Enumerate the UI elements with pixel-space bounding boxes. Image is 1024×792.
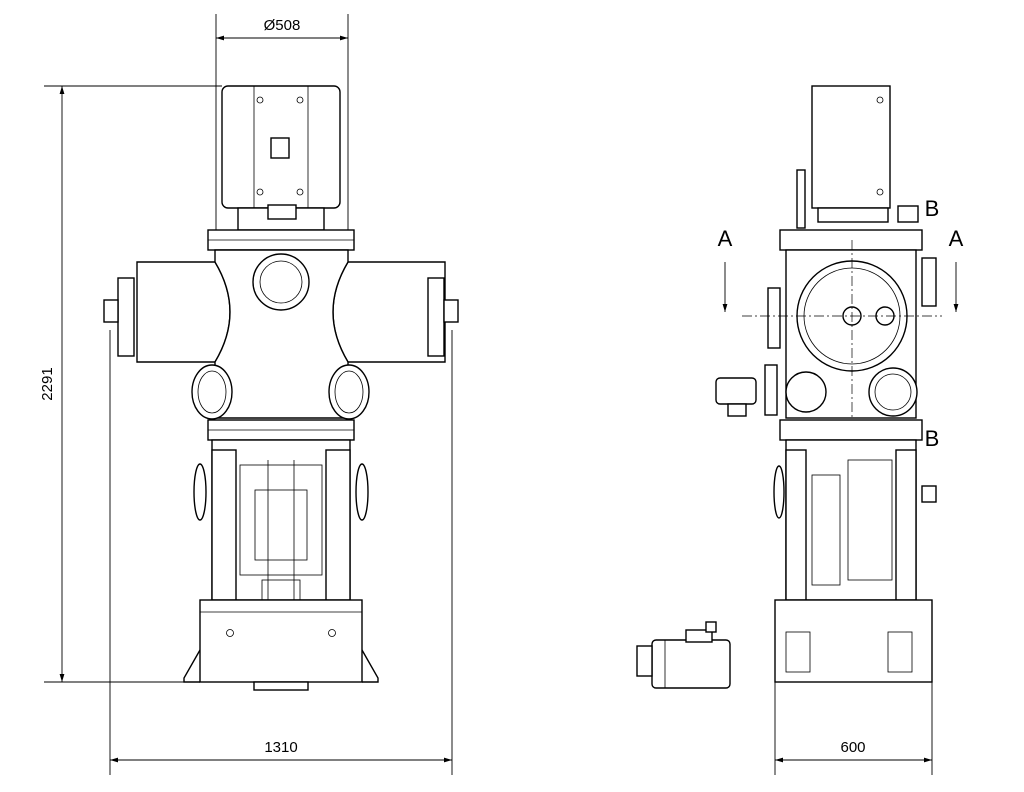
connector-plate (270, 137, 290, 159)
dimension-label: Ø508 (264, 17, 301, 34)
section-label-b: B (925, 196, 940, 221)
dimension-label: 2291 (39, 367, 56, 400)
dimension-front-width: 1310 (109, 330, 453, 775)
motor-housing (221, 85, 341, 209)
base-frame-side (774, 599, 933, 683)
section-a-marker: A A (718, 226, 964, 312)
front-view (103, 85, 459, 691)
section-label-b: B (925, 426, 940, 451)
section-b-marker: B B (925, 196, 940, 451)
left-side-cylinder (136, 261, 231, 363)
dimension-height: 2291 (39, 85, 222, 683)
dimension-label: 600 (840, 739, 865, 756)
section-label-a: A (949, 226, 964, 251)
viewport-flange (252, 253, 310, 311)
motor-housing-side (811, 85, 891, 209)
dimension-top-diameter: Ø508 (215, 14, 349, 230)
base-frame (199, 599, 363, 683)
dimension-side-width: 600 (774, 682, 933, 775)
vacuum-pump (636, 621, 731, 689)
manipulator-frame-side (785, 439, 917, 601)
side-view (636, 85, 942, 689)
dimension-label: 1310 (264, 739, 297, 756)
section-label-a: A (718, 226, 733, 251)
